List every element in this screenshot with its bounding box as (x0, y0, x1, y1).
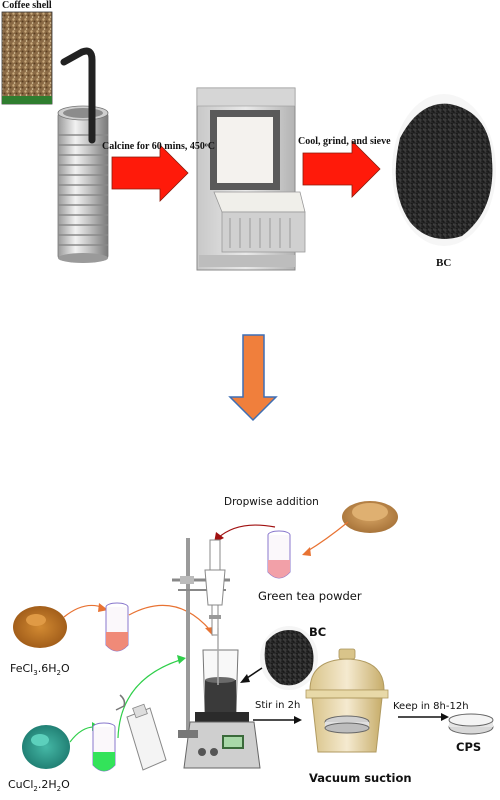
vacuum-desiccator-image (305, 648, 389, 753)
bc-powder-top-image (392, 94, 496, 246)
test-tube-green-tea (267, 530, 291, 579)
fe-to-tube-arrow (63, 604, 105, 618)
cu-tube-to-beaker-arrow (117, 659, 181, 739)
bc-bottom-label: BC (309, 625, 327, 639)
fecl3-label: FeCl3.6H2O (10, 662, 70, 678)
stir-label: Stir in 2h (255, 700, 301, 711)
dropwise-addition-label: Dropwise addition (224, 496, 319, 508)
orange-down-arrow (228, 334, 278, 422)
petri-dish-image (448, 713, 494, 735)
fe-tube-to-beaker-arrow (128, 604, 211, 631)
coffee-shell-label: Coffee shell (2, 0, 52, 11)
fecl3-powder-image (13, 606, 67, 648)
red-arrow-1 (111, 144, 189, 202)
cucl2-powder-image (22, 725, 70, 769)
coffee-shell-image (1, 11, 53, 105)
cps-label: CPS (456, 740, 482, 754)
green-tea-powder-label: Green tea powder (258, 589, 362, 603)
wash-bottle-image (115, 694, 167, 771)
calcine-label: Calcine for 60 mins, 450ᵒC (102, 141, 215, 152)
red-arrow-2 (302, 140, 381, 198)
tea-to-tube-arrow (305, 521, 349, 553)
bc-top-label: BC (436, 257, 452, 269)
dropwise-arrow (217, 524, 276, 539)
test-tube-fecl3 (105, 602, 129, 652)
test-tube-cucl2 (92, 722, 116, 772)
muffle-furnace-image (196, 87, 306, 271)
cool-grind-sieve-label: Cool, grind, and sieve (298, 136, 391, 147)
keep-label: Keep in 8h-12h (393, 701, 469, 712)
bc-powder-bottom-image (260, 626, 318, 690)
tin-can-image (57, 47, 109, 263)
cucl2-label: CuCl2.2H2O (8, 778, 70, 794)
green-tea-powder-image (342, 501, 398, 533)
lab-setup-image (172, 538, 261, 769)
vacuum-suction-label: Vacuum suction (309, 771, 412, 785)
